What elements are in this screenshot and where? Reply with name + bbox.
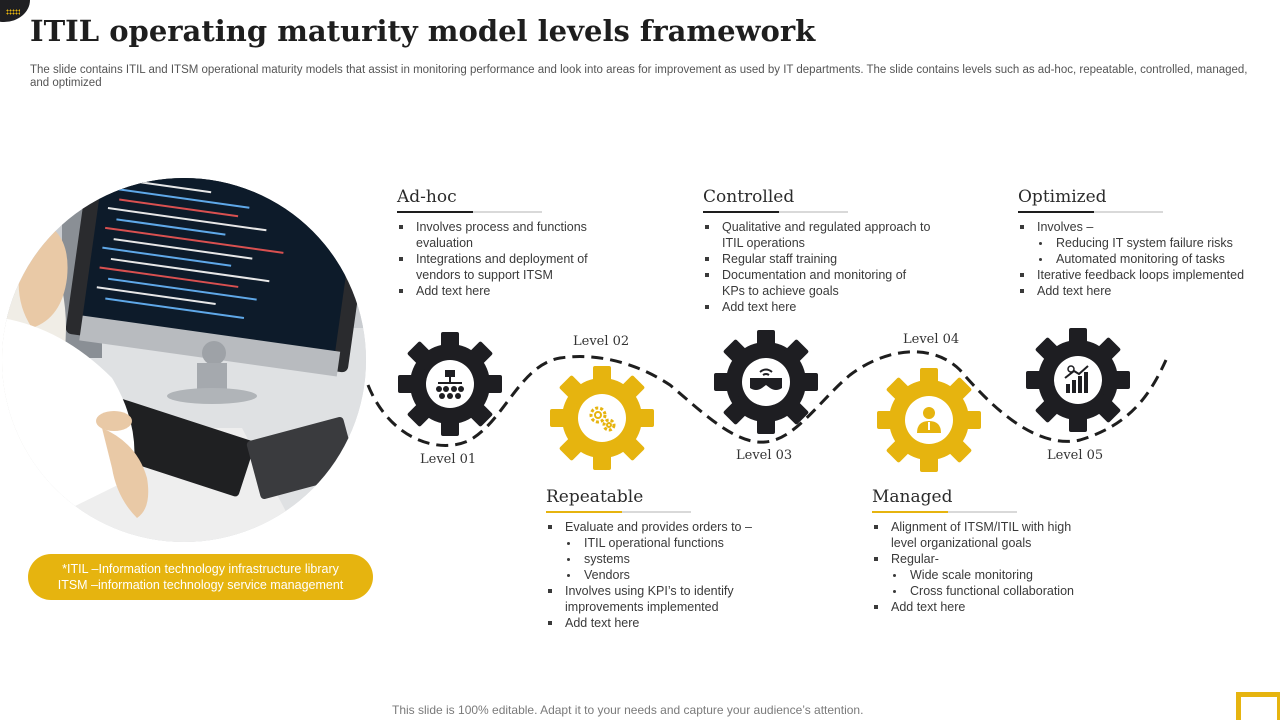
- stage-adhoc: Ad-hoc Involves process and functions ev…: [397, 187, 612, 299]
- corner-decoration-bottom-right: [1236, 692, 1280, 720]
- level-label-04: Level 04: [903, 332, 960, 347]
- bullet-item: Iterative feedback loops implemented: [1018, 267, 1258, 283]
- stage-title: Ad-hoc: [397, 187, 457, 207]
- bullet-item: Documentation and monitoring of KPs to a…: [703, 267, 931, 299]
- stage-optimized: Optimized Involves – Reducing IT system …: [1018, 187, 1258, 299]
- stage-bullets: Evaluate and provides orders to – ITIL o…: [546, 519, 766, 631]
- dot-pattern: [6, 9, 20, 15]
- bullet-item: Add text here: [872, 599, 1087, 615]
- page-title: ITIL operating maturity model levels fra…: [30, 14, 816, 48]
- stage-divider: [546, 511, 691, 513]
- gear-level-03: [714, 330, 818, 439]
- acronym-note: *ITIL –Information technology infrastruc…: [28, 554, 373, 600]
- note-line-itsm: ITSM –information technology service man…: [57, 578, 344, 592]
- growth-chart-icon: [1064, 365, 1089, 393]
- bullet-item: Add text here: [703, 299, 931, 315]
- level-label-02: Level 02: [573, 334, 630, 349]
- gear-level-01: [398, 332, 502, 441]
- bullet-item: Qualitative and regulated approach to IT…: [703, 219, 931, 251]
- level-label-05: Level 05: [1047, 448, 1104, 463]
- sub-bullet-item: systems: [546, 551, 766, 567]
- bullet-item: Integrations and deployment of vendors t…: [397, 251, 612, 283]
- stage-divider: [872, 511, 1017, 513]
- page-subtitle: The slide contains ITIL and ITSM operati…: [30, 64, 1248, 89]
- gear-level-05: [1026, 328, 1130, 437]
- stage-bullets: Involves process and functions evaluatio…: [397, 219, 612, 299]
- gears-icon: [589, 406, 616, 432]
- gear-level-02: [550, 366, 654, 475]
- stage-title: Managed: [872, 487, 953, 507]
- bullet-item: Add text here: [1018, 283, 1258, 299]
- sub-bullet-item: Wide scale monitoring: [872, 567, 1087, 583]
- stage-controlled: Controlled Qualitative and regulated app…: [703, 187, 931, 315]
- stage-divider: [397, 211, 542, 213]
- level-label-01: Level 01: [420, 452, 477, 467]
- sub-bullet-item: Automated monitoring of tasks: [1018, 251, 1258, 267]
- footer-note: This slide is 100% editable. Adapt it to…: [392, 703, 864, 717]
- sub-bullet-item: ITIL operational functions: [546, 535, 766, 551]
- bullet-item: Involves process and functions evaluatio…: [397, 219, 612, 251]
- note-line-itil: *ITIL –Information technology infrastruc…: [62, 562, 339, 576]
- stage-divider: [1018, 211, 1163, 213]
- businessman-icon: [917, 407, 941, 433]
- vr-headset-icon: [750, 368, 782, 390]
- bullet-item: Add text here: [397, 283, 612, 299]
- stage-title: Optimized: [1018, 187, 1107, 207]
- stage-divider: [703, 211, 848, 213]
- bullet-item: Regular-: [872, 551, 1087, 567]
- bullet-item: Add text here: [546, 615, 766, 631]
- person-at-computer-photo: [2, 178, 366, 542]
- sub-bullet-item: Vendors: [546, 567, 766, 583]
- bullet-item: Involves using KPI’s to identify improve…: [546, 583, 766, 615]
- bullet-item: Involves –: [1018, 219, 1258, 235]
- sub-bullet-item: Cross functional collaboration: [872, 583, 1087, 599]
- stage-title: Controlled: [703, 187, 795, 207]
- bullet-item: Evaluate and provides orders to –: [546, 519, 766, 535]
- bullet-item: Regular staff training: [703, 251, 931, 267]
- org-hierarchy-icon: [436, 370, 464, 399]
- level-label-03: Level 03: [736, 448, 793, 463]
- stage-bullets: Involves – Reducing IT system failure ri…: [1018, 219, 1258, 299]
- photo-illustration: [2, 178, 366, 542]
- stage-bullets: Alignment of ITSM/ITIL with high level o…: [872, 519, 1087, 615]
- stage-title: Repeatable: [546, 487, 644, 507]
- stage-managed: Managed Alignment of ITSM/ITIL with high…: [872, 487, 1087, 615]
- stage-repeatable: Repeatable Evaluate and provides orders …: [546, 487, 766, 631]
- sub-bullet-item: Reducing IT system failure risks: [1018, 235, 1258, 251]
- bullet-item: Alignment of ITSM/ITIL with high level o…: [872, 519, 1087, 551]
- gear-level-04: [877, 368, 981, 477]
- stage-bullets: Qualitative and regulated approach to IT…: [703, 219, 931, 315]
